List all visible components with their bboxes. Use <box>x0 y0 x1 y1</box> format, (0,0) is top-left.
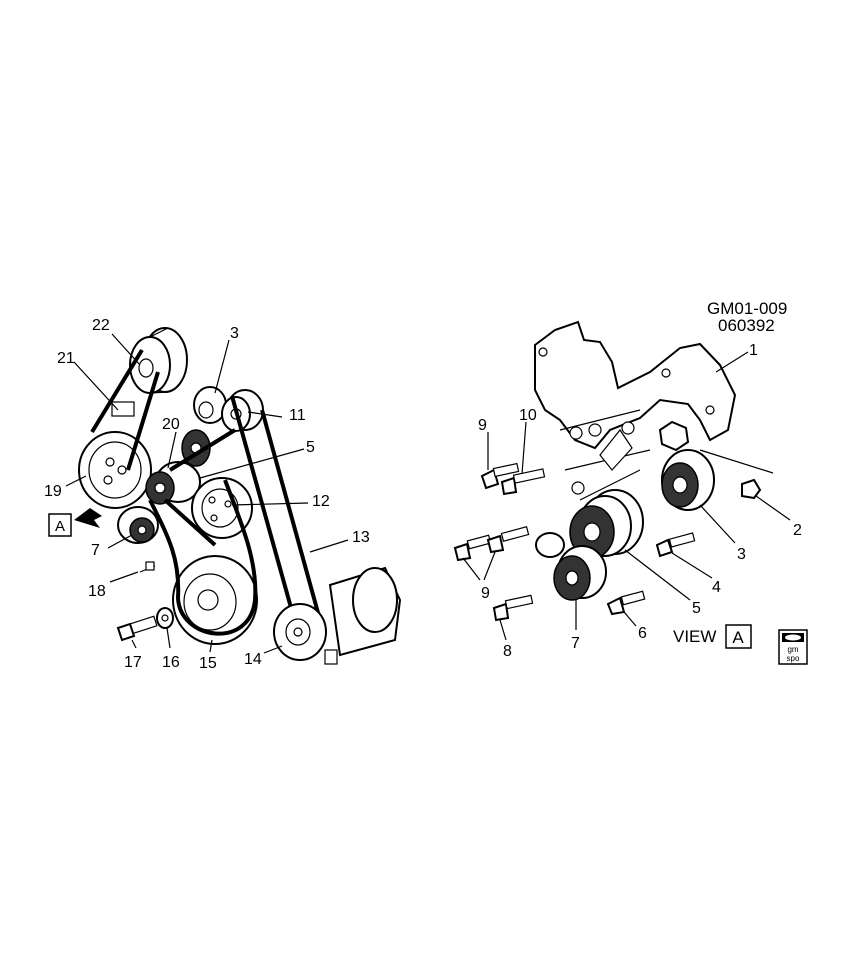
compressor-14-drawing <box>273 566 402 665</box>
tensioner-7-right-drawing <box>535 532 607 601</box>
date-code: 060392 <box>718 316 775 335</box>
callout-22: 22 <box>92 317 110 334</box>
callout-7: 7 <box>91 542 100 559</box>
gm-spo-logo: gm spo <box>778 629 808 665</box>
callout-1: 1 <box>749 342 758 359</box>
idler-3-right-drawing <box>661 449 715 511</box>
view-a-caption: VIEW A <box>673 624 752 649</box>
belt-13-drawing <box>148 395 322 641</box>
callout-19: 19 <box>44 483 62 500</box>
callout-4: 4 <box>712 579 721 596</box>
callout-17: 17 <box>124 654 142 671</box>
callout-12: 12 <box>312 493 330 510</box>
right-leader-lines <box>462 351 791 641</box>
left-callouts: 22 3 21 20 11 5 19 12 7 13 18 17 16 15 1… <box>44 317 370 672</box>
svg-text:spo: spo <box>787 654 800 663</box>
callout-5r: 5 <box>692 600 701 617</box>
view-label: VIEW <box>673 627 716 646</box>
callout-8: 8 <box>503 643 512 660</box>
callout-9b: 9 <box>481 585 490 602</box>
callout-10: 10 <box>519 407 537 424</box>
callout-16: 16 <box>162 654 180 671</box>
idler-3-drawing <box>181 386 227 467</box>
bracket-view-a-assembly: 1 9 10 2 3 9 4 5 6 8 7 VIEW A GM01-009 0… <box>453 299 808 665</box>
callout-14: 14 <box>244 651 262 668</box>
left-leader-lines <box>65 333 349 654</box>
right-callouts: 1 9 10 2 3 9 4 5 6 8 7 <box>478 342 802 660</box>
callout-20: 20 <box>162 416 180 433</box>
callout-3: 3 <box>230 325 239 342</box>
view-a-marker-letter: A <box>55 518 65 535</box>
crank-pulley-15-drawing <box>172 555 258 645</box>
pulley-22-drawing <box>129 327 188 394</box>
callout-6: 6 <box>638 625 647 642</box>
callout-15: 15 <box>199 655 217 672</box>
callout-13: 13 <box>352 529 370 546</box>
callout-3r: 3 <box>737 546 746 563</box>
svg-text:gm: gm <box>787 645 798 654</box>
callout-2: 2 <box>793 522 802 539</box>
callout-21: 21 <box>57 350 75 367</box>
idler-7-left-drawing <box>117 506 159 544</box>
tensioner-20-drawing <box>145 461 201 505</box>
belt-21-drawing <box>90 348 160 471</box>
callout-7r: 7 <box>571 635 580 652</box>
callout-18: 18 <box>88 583 106 600</box>
view-direction-arrow-icon <box>74 508 102 528</box>
fasteners-right-drawing <box>453 462 762 622</box>
bracket-1-drawing <box>534 320 737 450</box>
belt-routing-assembly: A 22 3 21 20 11 5 <box>44 317 402 672</box>
callout-5: 5 <box>306 439 315 456</box>
view-a-marker: A <box>48 508 102 537</box>
pulley-12-drawing <box>191 477 253 539</box>
fasteners-left-drawing <box>116 561 174 642</box>
pulley-11-drawing <box>221 389 264 432</box>
pulley-19-drawing <box>78 401 152 509</box>
view-letter: A <box>732 628 744 647</box>
drawing-code: GM01-009 <box>707 299 787 318</box>
callout-11: 11 <box>289 407 306 424</box>
callout-9a: 9 <box>478 417 487 434</box>
